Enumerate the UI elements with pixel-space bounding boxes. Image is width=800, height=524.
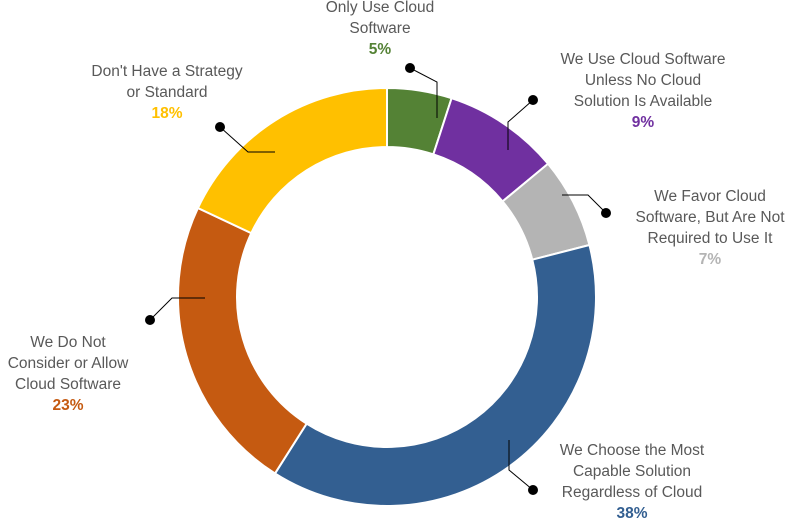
label-only-use-cloud: Only Use Cloud Software 5%	[326, 0, 435, 60]
donut-slice	[177, 206, 309, 475]
leader-dot	[528, 485, 538, 495]
leader-line	[149, 297, 205, 321]
label-line: Regardless of Cloud	[561, 484, 703, 501]
leader-dot	[601, 208, 611, 218]
label-line: Solution Is Available	[573, 93, 713, 110]
label-line: We Favor Cloud	[654, 188, 766, 205]
leader-line	[507, 99, 534, 150]
label-line: Consider or Allow	[7, 355, 129, 372]
pct-label: 9%	[631, 114, 655, 131]
label-use-cloud-unless: We Use Cloud Software Unless No Cloud So…	[560, 49, 725, 133]
label-favor-cloud: We Favor Cloud Software, But Are Not Req…	[635, 186, 784, 270]
label-line: Unless No Cloud	[584, 72, 702, 89]
label-line: We Use Cloud Software	[560, 51, 726, 68]
label-line: Don't Have a Strategy	[91, 63, 243, 80]
label-line: Software	[349, 20, 411, 37]
label-line: Required to Use It	[647, 230, 773, 247]
label-do-not-consider: We Do Not Consider or Allow Cloud Softwa…	[8, 332, 129, 416]
pct-label: 23%	[52, 397, 84, 414]
label-line: We Do Not	[30, 334, 106, 351]
pct-label: 18%	[151, 105, 183, 122]
label-most-capable: We Choose the Most Capable Solution Rega…	[560, 440, 704, 524]
leader-line	[508, 440, 534, 491]
leader-dot	[405, 63, 415, 73]
label-no-strategy: Don't Have a Strategy or Standard 18%	[91, 61, 242, 124]
leader-line	[409, 67, 438, 118]
label-line: Capable Solution	[572, 463, 692, 480]
leader-dot	[145, 315, 155, 325]
label-line: We Choose the Most	[559, 442, 705, 459]
leader-dot	[528, 95, 538, 105]
pct-label: 7%	[698, 251, 722, 268]
donut-slice	[196, 86, 388, 235]
leader-line	[562, 194, 607, 214]
label-line: Only Use Cloud	[325, 0, 435, 16]
leader-line	[219, 126, 275, 153]
label-line: Cloud Software	[15, 376, 121, 393]
leader-dot	[215, 122, 225, 132]
donut-slice	[273, 243, 597, 507]
label-line: Software, But Are Not	[635, 209, 785, 226]
label-line: or Standard	[126, 84, 208, 101]
pct-label: 5%	[368, 41, 392, 58]
pct-label: 38%	[616, 505, 648, 522]
